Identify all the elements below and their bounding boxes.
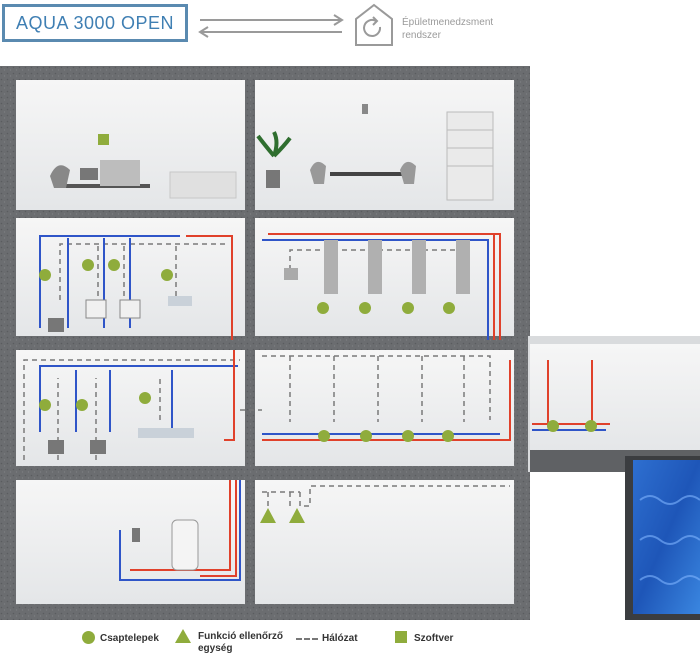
network-lines-f1: [262, 485, 510, 508]
toilet: [48, 318, 64, 332]
hot-pipe-f2-left: [224, 350, 235, 441]
hot-pipe-boiler: [130, 480, 237, 577]
bidirectional-arrows-icon: [198, 14, 344, 38]
room-showers-lower-right: [255, 350, 514, 466]
shower-panel-1: [324, 240, 338, 294]
valve: [132, 528, 140, 542]
meeting-chairs: [310, 161, 416, 184]
hot-pipe-f2-right: [262, 360, 511, 441]
room-boiler: [16, 480, 245, 604]
sideboard: [169, 171, 237, 199]
cold-pipe-f2-left: [39, 365, 238, 432]
legend-software-icon: [395, 631, 407, 643]
bms-label: Épületmenedzsment rendszer: [402, 17, 494, 41]
shower-panel-2: [368, 240, 382, 294]
plant-pot: [266, 170, 280, 188]
toilet-3: [90, 440, 106, 454]
hot-pipe-f3-left: [186, 235, 233, 340]
network-lines-f2-right: [262, 355, 491, 422]
shower-panel-4: [456, 240, 470, 294]
network-lines-f2-left: [23, 359, 240, 460]
hot-pipe-annex: [532, 360, 610, 425]
building-diagram: [0, 66, 700, 620]
office-chair: [50, 165, 70, 188]
toilet-2: [48, 440, 64, 454]
control-box: [284, 268, 298, 280]
software-marker: [98, 134, 109, 145]
sink-f3: [168, 296, 192, 306]
shower-panel-3: [412, 240, 426, 294]
bookshelf: [446, 111, 494, 201]
desk-cabinet: [100, 160, 140, 186]
annex-shower-room: [530, 344, 700, 454]
cold-pipe-boiler: [119, 480, 241, 581]
meeting-table: [330, 172, 410, 176]
water-heater: [171, 519, 199, 571]
network-lines-f3-left: [59, 243, 228, 300]
legend-faucet-icon: [82, 631, 95, 644]
function-unit-markers: [260, 508, 305, 523]
legend-faucets: Csaptelepek: [100, 633, 159, 644]
legend-software: Szoftver: [414, 633, 454, 644]
sink-counter: [138, 428, 194, 438]
legend-function-unit: Funkció ellenőrző egység: [198, 631, 284, 654]
room-control: [255, 480, 514, 604]
legend-network: Hálózat: [322, 633, 358, 644]
plant-leaves: [256, 131, 292, 158]
cold-pipe-f3-left: [39, 235, 180, 328]
faucet-markers: [39, 259, 597, 442]
building-management-icon: [355, 3, 393, 46]
urinals: [85, 299, 141, 319]
monitor: [80, 168, 98, 180]
legend-function-unit-icon: [175, 629, 191, 643]
room-showers-right: [255, 218, 514, 336]
legend-network-icon: [296, 638, 318, 640]
hot-pipe-f3-right: [268, 233, 501, 340]
ceiling-lamp: [362, 104, 368, 114]
product-title: AQUA 3000 OPEN: [2, 4, 188, 42]
